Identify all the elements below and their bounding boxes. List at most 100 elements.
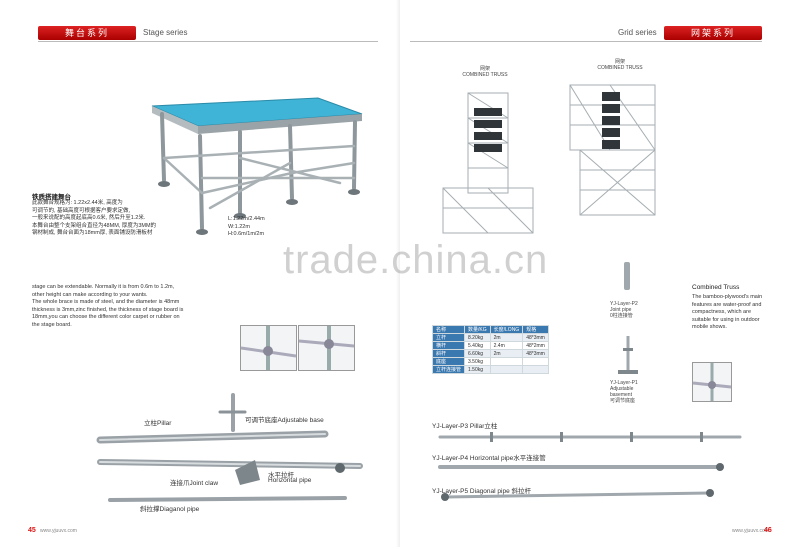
header-rule bbox=[38, 41, 378, 42]
adjustable-basement-illustration bbox=[618, 336, 638, 374]
cell: 8.20kg bbox=[464, 333, 491, 342]
th-name: 名称 bbox=[431, 325, 466, 334]
cn-line: 本舞台由整个支架组合直径为48MM, 厚度为3MM的 bbox=[32, 222, 157, 229]
left-page: 舞台系列 Stage series bbox=[28, 26, 378, 534]
ct-line: mobile shows. bbox=[692, 324, 727, 330]
cn-line: 此款舞台规格为: 1.22x2.44米, 高度为 bbox=[32, 200, 123, 206]
ct-line: The bamboo-plywood's main bbox=[692, 294, 763, 300]
truss-detail-photo bbox=[692, 362, 732, 402]
header-rule-right bbox=[410, 41, 762, 42]
th-spec: 规格 bbox=[522, 325, 549, 334]
stage-en-description: stage can be extendable. Normally it is … bbox=[32, 284, 232, 329]
url-left: www.yjuuvx.com bbox=[40, 528, 77, 534]
cell: 2m bbox=[489, 333, 524, 342]
stage-series-subtitle: Stage series bbox=[143, 28, 188, 37]
ct-line: suitable for using in outdoor bbox=[692, 316, 760, 323]
combined-truss-text: The bamboo-plywood's main features are w… bbox=[692, 294, 777, 332]
joint-pipe-illustration bbox=[624, 262, 630, 290]
en-line: thickness is 3mm,zinc finished, the thic… bbox=[32, 306, 184, 313]
cell bbox=[522, 357, 549, 366]
ct-line: compactness, which are bbox=[692, 309, 751, 315]
stage-series-tab: 舞台系列 bbox=[38, 26, 136, 40]
table-row: 横杆 5.40kg 2.4m 48*2mm bbox=[431, 341, 549, 350]
stage-cn-title: 铁质搭建舞台 bbox=[32, 194, 71, 201]
cell bbox=[522, 365, 549, 374]
label-p4-horizontal: YJ-Layer-P4 Horizontal pipe水平连接管 bbox=[432, 455, 546, 462]
p1-caption: YJ-Layer-P1 Adjustable basement 可调节底座 bbox=[610, 380, 638, 404]
truss2-caption: 网架 COMBINED TRUSS bbox=[585, 59, 655, 71]
stage-parts-illustration bbox=[96, 393, 363, 502]
cell: 48*3mm bbox=[522, 349, 549, 358]
table-row: 立杆连接管 1.50kg bbox=[431, 365, 549, 374]
grid-series-tab: 网架系列 bbox=[664, 26, 762, 40]
truss-parts-illustration bbox=[438, 432, 742, 501]
url-right: www.yjuuvx.com bbox=[732, 528, 769, 534]
truss1-cn: 网架 bbox=[479, 66, 490, 72]
en-line: other height can make according to your … bbox=[32, 291, 148, 298]
th-length: 长度/LONG bbox=[489, 325, 524, 334]
label-diagonal-pipe: 斜拉撑Diaganol pipe bbox=[140, 506, 200, 513]
dim-width: W:1.22m bbox=[228, 223, 250, 230]
cell: 斜杆 bbox=[431, 349, 466, 358]
cell: 48*2mm bbox=[522, 341, 549, 350]
cell: 底座 bbox=[431, 357, 466, 366]
cn-line: 一般来说配的高度起底高0.6米, 然后升至1.2米. bbox=[32, 215, 146, 221]
page-number-left: 45 bbox=[28, 527, 36, 534]
cell bbox=[489, 357, 524, 366]
label-pillar: 立柱Pillar bbox=[144, 420, 172, 427]
table-row: 底座 3.50kg bbox=[431, 357, 549, 366]
cell: 5.40kg bbox=[464, 341, 491, 350]
stage-cn-description: 此款舞台规格为: 1.22x2.44米, 高度为 可调节的, 基础高度可根据客户… bbox=[32, 200, 217, 238]
th-weight: 数量/KG bbox=[464, 325, 491, 334]
cell: 立杆连接管 bbox=[431, 365, 466, 374]
right-page: Grid series 网架系列 网架 COMBINED TRUSS 网架 CO… bbox=[400, 0, 800, 547]
watermark: trade.china.cn bbox=[283, 238, 549, 282]
cell: 3.50kg bbox=[464, 357, 491, 366]
cn-line: 可调节的, 基础高度可根据客户要求定做, bbox=[32, 207, 131, 214]
dim-height: H:0.6m/1m/2m bbox=[228, 231, 265, 237]
truss2-illustration bbox=[569, 84, 656, 216]
cell: 横杆 bbox=[431, 341, 466, 350]
truss2-en: COMBINED TRUSS bbox=[597, 65, 643, 71]
en-line: the stage board. bbox=[32, 321, 72, 328]
spec-table: 名称 数量/KG 长度/LONG 规格 立杆 8.20kg 2m 48*3mm … bbox=[431, 325, 549, 374]
label-p5-diagonal: YJ-Layer-P5 Diagonal pipe 斜拉杆 bbox=[432, 488, 531, 495]
truss2-cn: 网架 bbox=[614, 59, 625, 65]
label-adjustable-base: 可调节底座Adjustable base bbox=[245, 417, 324, 424]
truss1-illustration bbox=[442, 92, 534, 234]
cell: 48*3mm bbox=[522, 333, 549, 342]
cell: 6.60kg bbox=[464, 349, 491, 358]
stage-dimensions: L:1.22m/2.44m W:1.22m H:0.6m/1m/2m bbox=[228, 216, 265, 239]
label-horizontal-pipe-cn: 水平拉杆 bbox=[268, 472, 294, 479]
detail-photo-1 bbox=[240, 325, 297, 371]
spec-table-header: 名称 数量/KG 长度/LONG 规格 bbox=[431, 325, 549, 334]
en-line: The whole brace is made of steel, and th… bbox=[32, 299, 180, 305]
p1-line: 可调节底座 bbox=[610, 398, 636, 404]
p2-caption: YJ-Layer-P2 Joint pipe 0柱连接管 bbox=[610, 301, 638, 319]
cell: 立杆 bbox=[431, 333, 466, 342]
en-line: stage can be extendable. Normally it is … bbox=[32, 284, 175, 290]
table-row: 斜杆 6.60kg 2m 48*3mm bbox=[431, 349, 549, 358]
label-p3-pillar: YJ-Layer-P3 Pillar立柱 bbox=[432, 423, 498, 430]
table-row: 立杆 8.20kg 2m 48*3mm bbox=[431, 333, 549, 342]
p2-line: YJ-Layer-P2 bbox=[610, 301, 638, 307]
ct-line: features are water-proof and bbox=[692, 301, 762, 308]
p1-line: basement bbox=[610, 392, 632, 398]
p2-line: 0柱连接管 bbox=[610, 313, 633, 319]
p1-line: YJ-Layer-P1 bbox=[610, 380, 638, 386]
page-number-right: 46 bbox=[764, 527, 772, 534]
cell: 1.50kg bbox=[464, 365, 491, 374]
p1-line: Adjustable bbox=[610, 386, 634, 392]
cn-line: 钢材制成, 舞台台面为18mm厚, 表面铺设防滑板材 bbox=[32, 230, 153, 236]
label-joint-claw: 连接爪Joint claw bbox=[170, 480, 219, 487]
p2-line: Joint pipe bbox=[610, 307, 632, 313]
cell: 2m bbox=[489, 349, 524, 358]
detail-photo-2 bbox=[298, 325, 355, 371]
label-horizontal-pipe-en: Horizontal pipe bbox=[268, 477, 312, 484]
combined-truss-title: Combined Truss bbox=[692, 284, 740, 291]
cell bbox=[489, 365, 524, 374]
dim-length: L:1.22m/2.44m bbox=[228, 216, 265, 222]
grid-series-subtitle: Grid series bbox=[618, 28, 657, 37]
stage-illustration bbox=[151, 97, 363, 235]
